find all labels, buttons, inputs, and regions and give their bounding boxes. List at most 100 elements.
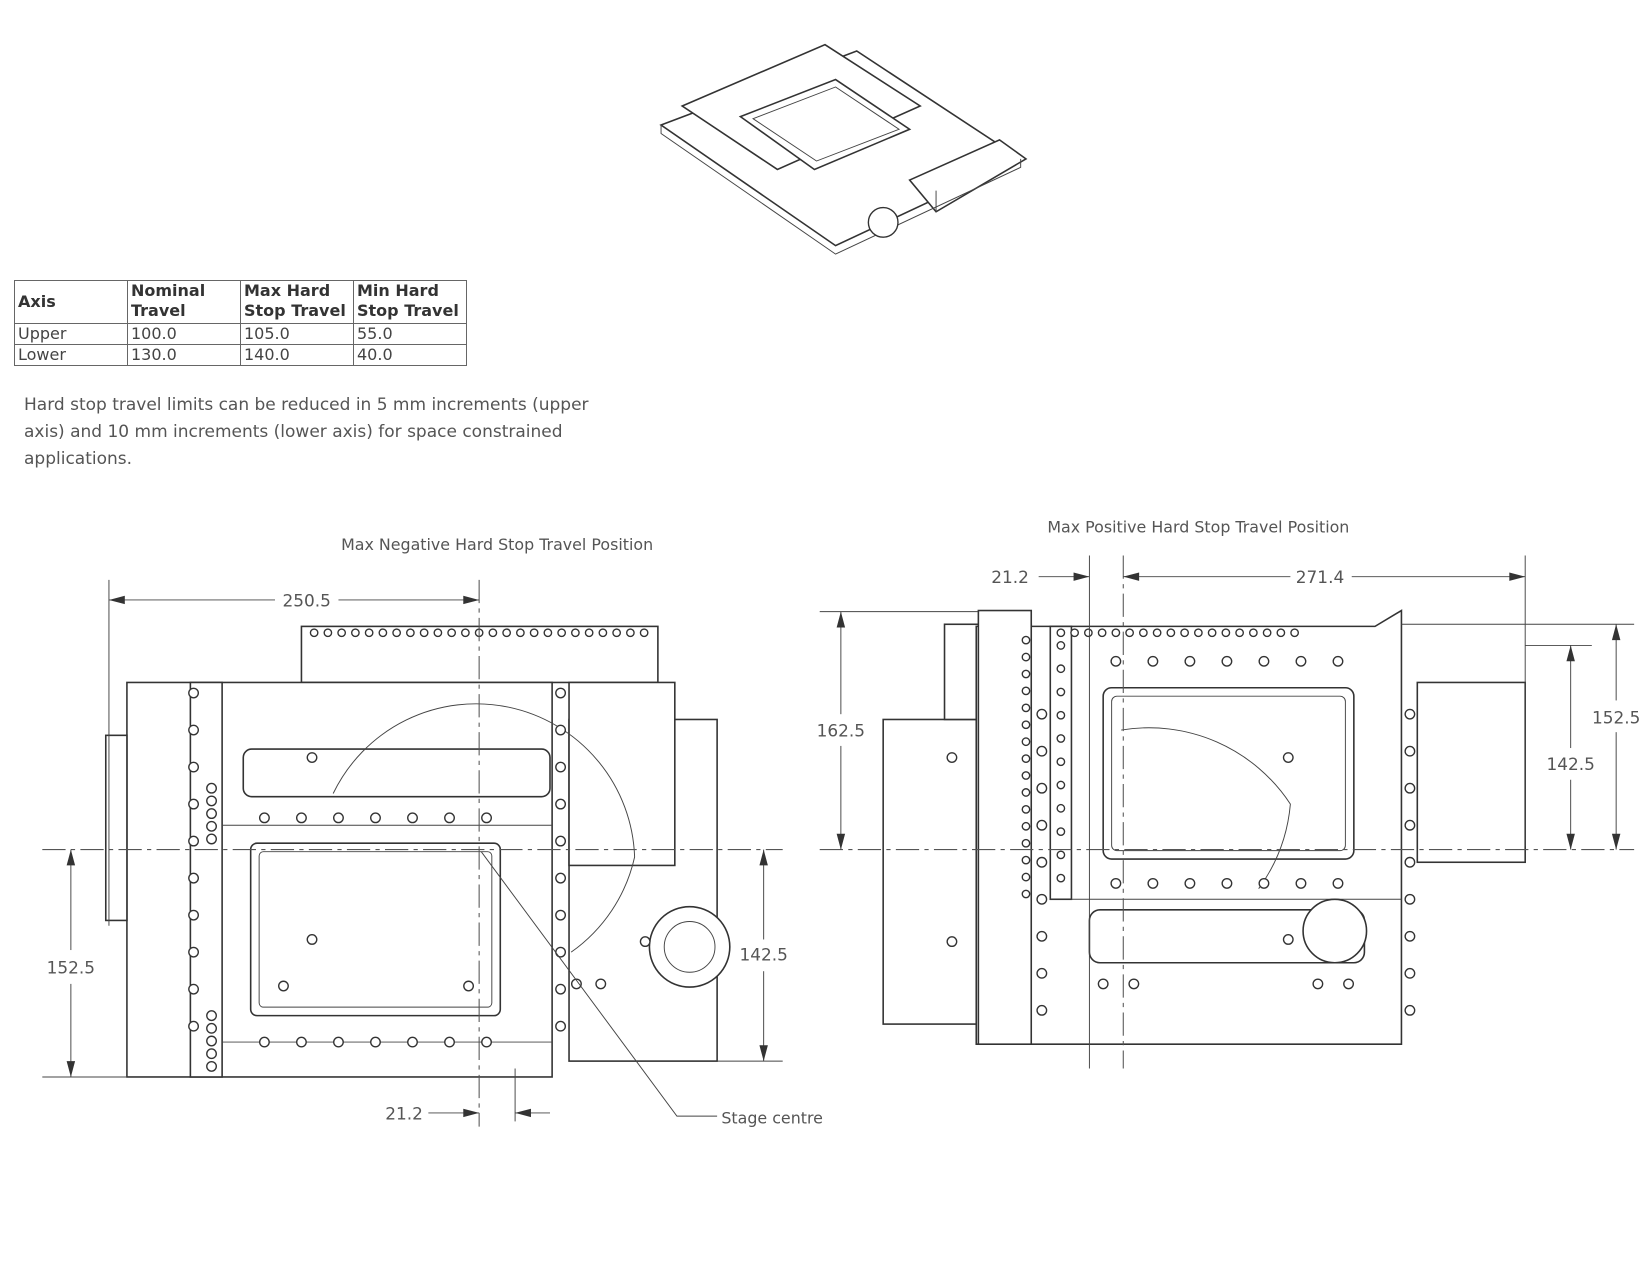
mounting-hole [188,835,200,847]
left-view-title: Max Negative Hard Stop Travel Position [341,535,653,554]
mounting-hole [1056,780,1066,790]
mounting-hole [1404,930,1416,942]
mounting-hole [555,761,567,773]
mounting-hole [555,687,567,699]
mounting-hole [1021,804,1031,814]
table-header-row: Axis Nominal Travel Max Hard Stop Travel… [14,280,467,324]
cell: 100.0 [127,323,241,345]
mounting-hole [555,835,567,847]
mounting-hole [946,752,958,763]
mounting-hole [333,1036,344,1048]
left-view: Max Negative Hard Stop Travel Position 2… [42,535,823,1128]
mounting-hole [1083,628,1093,638]
travel-spec-table: Axis Nominal Travel Max Hard Stop Travel… [14,280,467,366]
mounting-hole [584,628,594,638]
table-row: Lower 130.0 140.0 40.0 [14,344,467,366]
mounting-hole [625,628,635,638]
cell: Lower [14,344,128,366]
mounting-hole [1404,819,1416,831]
mounting-hole [481,812,492,824]
cell: 140.0 [240,344,354,366]
mounting-hole [570,978,582,990]
mounting-hole [1021,652,1031,662]
mounting-hole [405,628,415,638]
mounting-hole [1070,628,1080,638]
mounting-hole [206,808,217,820]
mounting-hole [1056,664,1066,674]
mounting-hole [258,812,270,824]
mounting-hole [1110,877,1122,889]
header-max-hard-stop: Max Hard Stop Travel [240,280,354,324]
mounting-hole [1343,978,1355,990]
stage-centre-label: Stage centre [721,1109,823,1128]
mounting-hole [378,628,388,638]
mounting-hole [543,628,553,638]
mounting-hole [206,833,217,845]
mounting-hole [1258,877,1270,889]
mounting-hole [188,687,200,699]
mounting-hole [463,980,475,992]
mounting-hole [1282,934,1294,945]
mounting-hole [555,872,567,884]
right-view: Max Positive Hard Stop Travel Position 2… [817,517,1640,1069]
mounting-hole [1180,628,1190,638]
mounting-hole [1097,978,1109,990]
mounting-hole [333,812,344,824]
mounting-hole [1282,752,1294,763]
mounting-hole [1021,872,1031,882]
mounting-hole [1404,745,1416,757]
mounting-hole [278,980,289,992]
mounting-hole [433,628,443,638]
mounting-hole [1021,788,1031,797]
dim-height-outer: 152.5 [1592,708,1640,728]
mounting-hole [1021,720,1031,730]
mounting-hole [295,1036,307,1048]
mounting-hole [306,934,318,945]
dim-offset-bottom: 21.2 [385,1103,423,1123]
mounting-hole [1056,710,1066,720]
dim-offset-top: 21.2 [991,567,1029,587]
dim-height-inner: 142.5 [1546,754,1594,774]
stage-isometric-illustration [659,43,1028,255]
mounting-hole [570,628,580,638]
mounting-hole [350,628,360,638]
mounting-hole [392,628,402,638]
mounting-hole [1021,686,1031,696]
mounting-hole [555,983,567,995]
table-row: Upper 100.0 105.0 55.0 [14,323,467,345]
cell: Upper [14,323,128,345]
mounting-hole [1021,771,1031,780]
mounting-hole [188,946,200,958]
mounting-hole [323,628,333,638]
mounting-hole [1056,641,1066,650]
mounting-hole [1184,655,1196,667]
mounting-hole [188,798,200,810]
hard-stop-note: Hard stop travel limits can be reduced i… [24,395,589,469]
mounting-hole [1312,978,1324,990]
mounting-hole [1021,754,1031,763]
mounting-hole [502,628,512,638]
mounting-hole [515,628,525,638]
mounting-hole [1021,855,1031,865]
mounting-hole [1404,782,1416,794]
mounting-hole [488,628,498,638]
mounting-hole [1147,877,1159,889]
mounting-hole [1404,708,1416,720]
mounting-hole [555,724,567,736]
mounting-hole [639,628,649,638]
mounting-hole [370,1036,381,1048]
mounting-hole [1056,687,1066,697]
mounting-hole [258,1036,270,1048]
mounting-hole [1036,893,1048,905]
mounting-hole [444,812,455,824]
mounting-hole [206,795,217,807]
mounting-hole [1056,757,1066,767]
mounting-hole [306,752,318,763]
mounting-hole [1125,628,1135,638]
mounting-hole [1295,877,1307,889]
mounting-hole [1290,628,1300,638]
mounting-hole [1138,628,1148,638]
mounting-hole [1221,655,1233,667]
mounting-hole [1021,669,1031,679]
mounting-hole [555,946,567,958]
